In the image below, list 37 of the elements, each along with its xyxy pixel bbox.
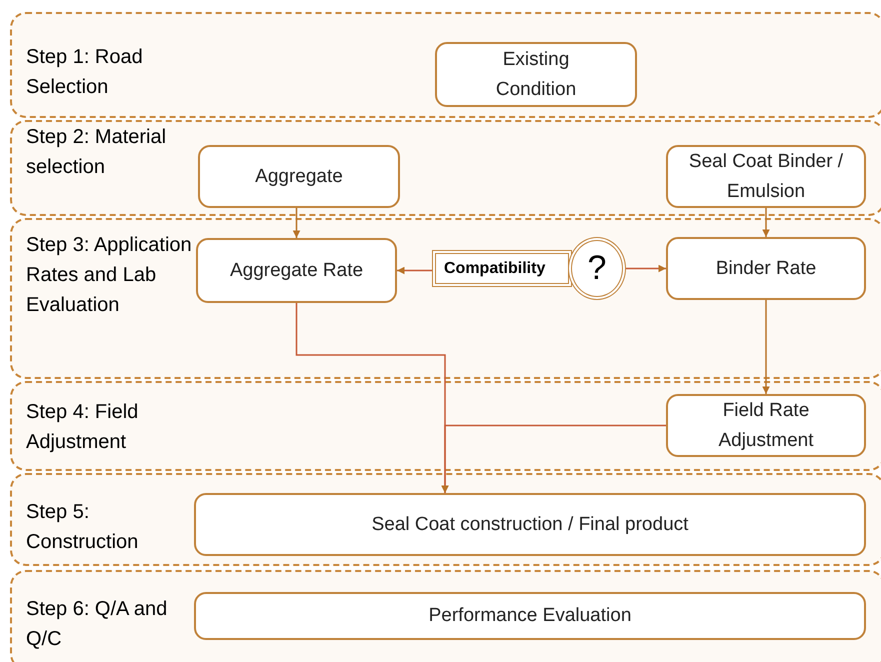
process-box — [666, 237, 866, 300]
process-box — [198, 145, 400, 208]
connector-arrow — [397, 266, 432, 274]
step-band — [10, 473, 881, 566]
node-text: Aggregate — [255, 164, 343, 188]
node-text: ? — [588, 249, 606, 288]
step-heading: Step 3: Application Rates and Lab Evaluation — [26, 233, 193, 318]
step-band — [10, 381, 881, 471]
node-text: Field Rate Adjustment — [717, 398, 815, 452]
connector-arrow — [626, 264, 666, 272]
connector-arrow — [292, 208, 300, 238]
process-box — [666, 145, 866, 208]
step-heading: Step 2: Material selection — [26, 125, 168, 180]
process-box — [194, 592, 866, 640]
node-text: Seal Coat Binder / Emulsion — [688, 150, 844, 204]
step-band — [10, 218, 881, 379]
process-box — [666, 394, 866, 457]
connector-arrow — [762, 300, 770, 394]
node-text: Performance Evaluation — [428, 604, 632, 628]
node-text: Seal Coat construction / Final product — [372, 512, 688, 536]
step-band — [10, 12, 881, 118]
step-heading: Step 6: Q/A and Q/C — [26, 597, 168, 652]
connector-arrow — [762, 208, 770, 237]
process-box — [194, 493, 866, 556]
node-text: Existing Condition — [494, 48, 578, 102]
connector-arrow — [441, 424, 666, 493]
node-text: Compatibility — [444, 260, 546, 278]
label-box — [432, 250, 572, 287]
step-band — [10, 570, 881, 662]
node-text: Aggregate Rate — [230, 258, 364, 282]
node-text: Binder Rate — [716, 256, 816, 280]
step-heading: Step 4: Field Adjustment — [26, 400, 140, 455]
process-box — [196, 238, 397, 303]
process-box — [435, 42, 637, 107]
step-heading: Step 5: Construction — [26, 500, 140, 555]
step-band — [10, 120, 881, 216]
step-heading: Step 1: Road Selection — [26, 45, 144, 100]
